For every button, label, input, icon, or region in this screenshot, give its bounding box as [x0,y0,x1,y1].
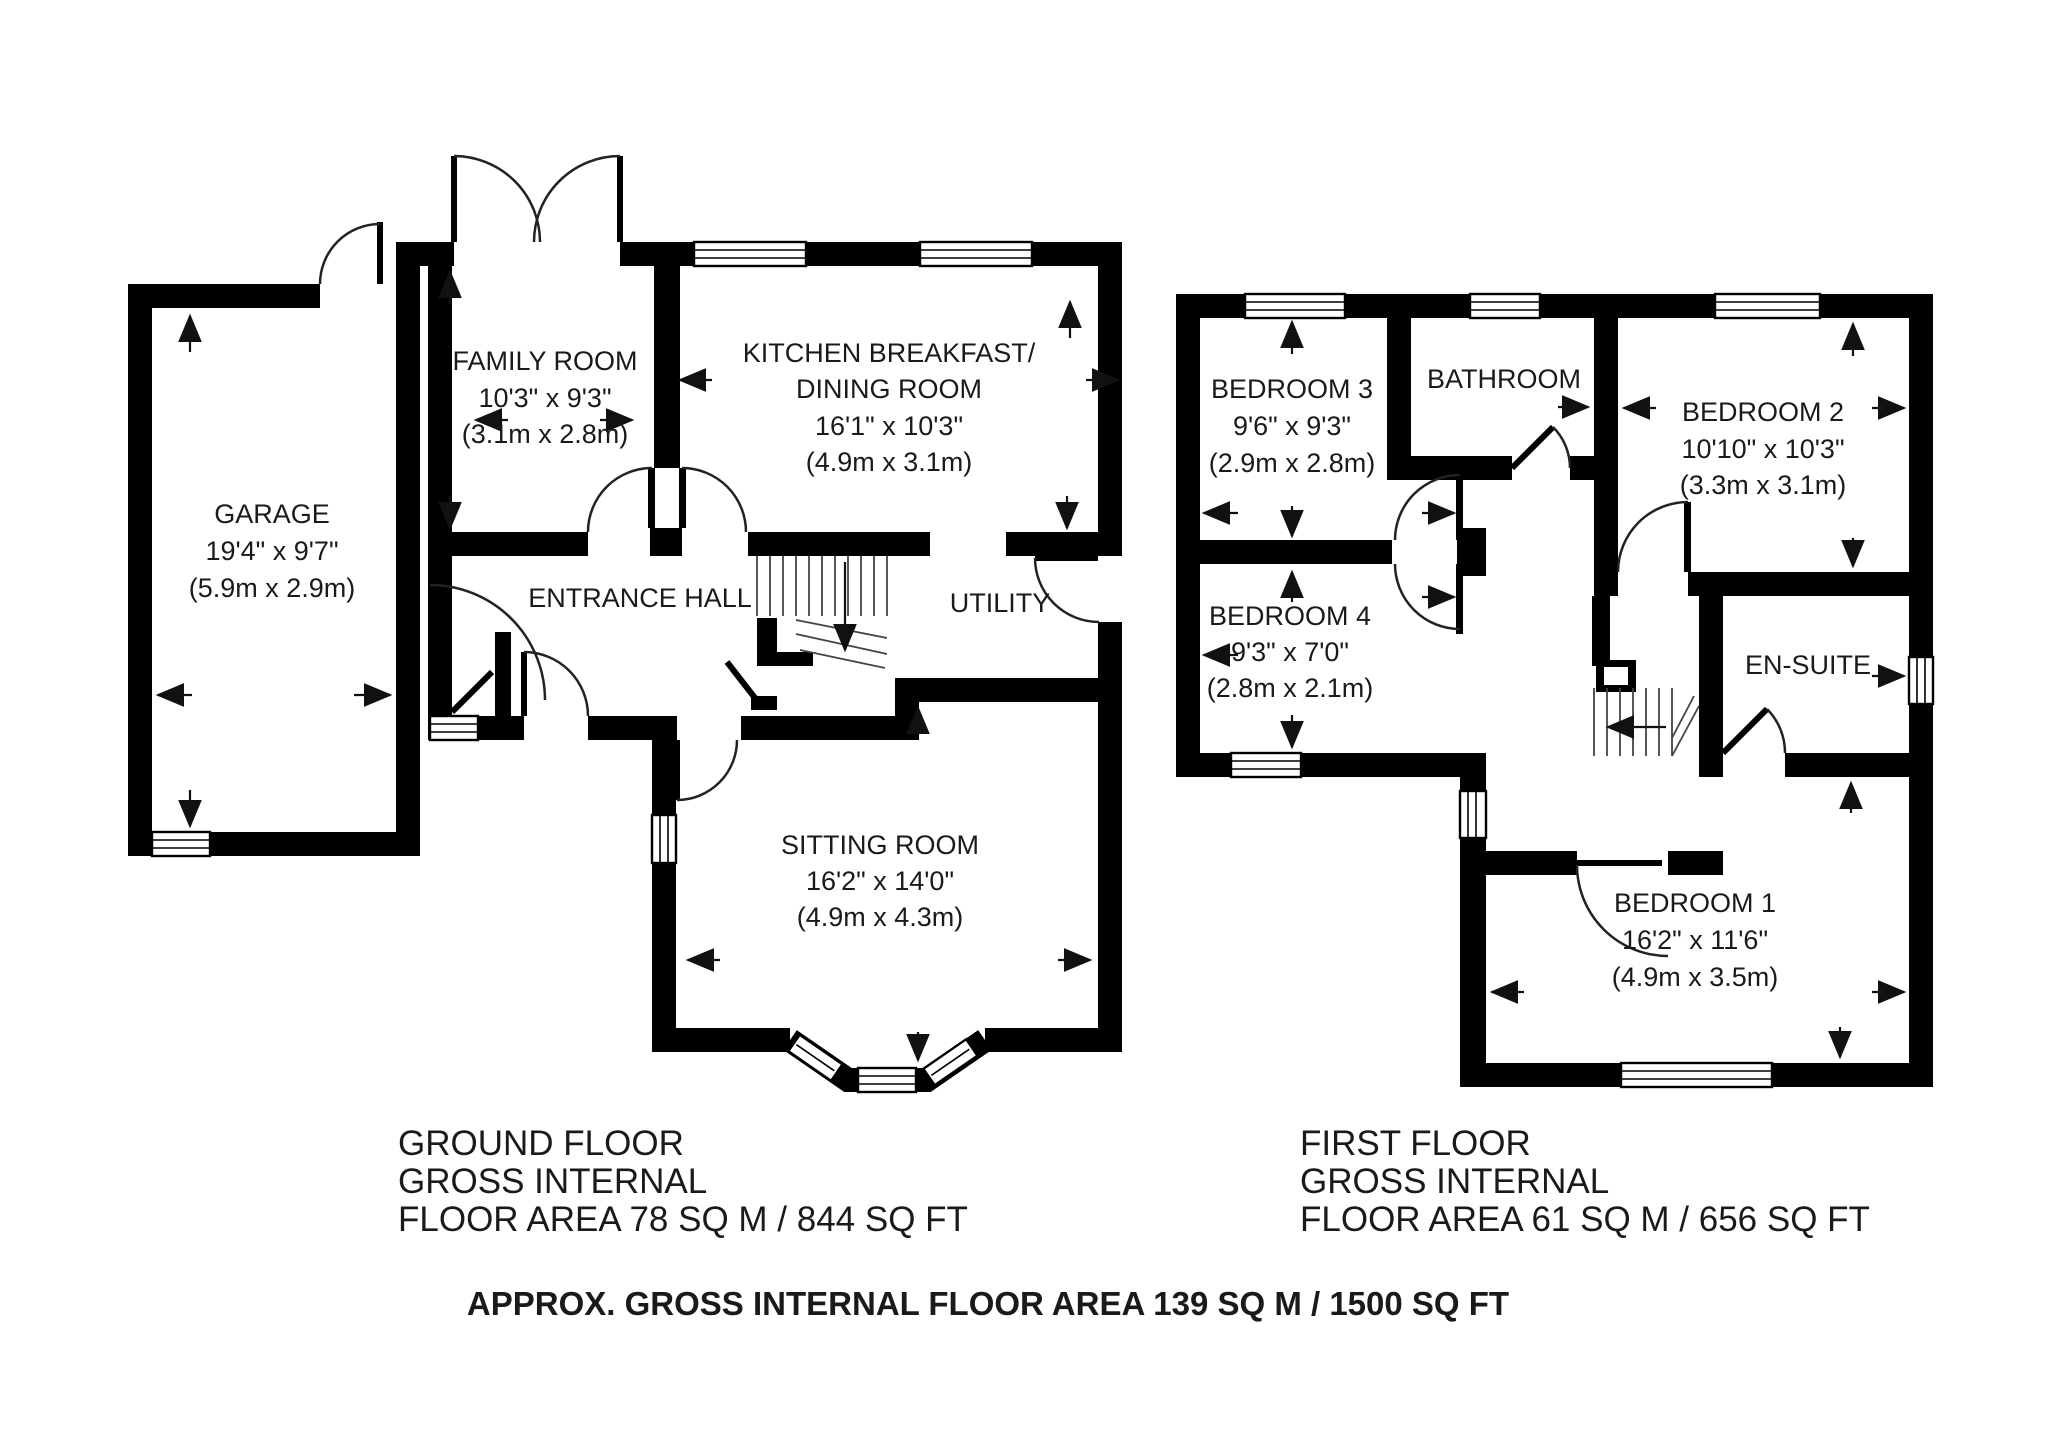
bedroom2-dim-metric: (3.3m x 3.1m) [1680,470,1847,500]
garage-dim-imperial: 19'4" x 9'7" [205,536,338,566]
bathroom-window [1468,292,1542,320]
ensuite-label: EN-SUITE [1745,650,1871,680]
first-floor-caption-line3: FLOOR AREA 61 SQ M / 656 SQ FT [1300,1200,1870,1239]
sitting-room-door-swing [674,739,739,802]
first-floor-staircase [1593,688,1700,757]
ensuite-window [1907,655,1935,706]
first-floor-windows [1229,292,1935,1089]
total-area-footer: APPROX. GROSS INTERNAL FLOOR AREA 139 SQ… [467,1285,1509,1322]
kitchen-window-left [692,240,808,268]
sitting-room-dim-imperial: 16'2" x 14'0" [806,866,954,896]
kitchen-label-line2: DINING ROOM [796,374,982,404]
sitting-room-dim-metric: (4.9m x 4.3m) [797,902,964,932]
ground-floor-plan: GARAGE 19'4" x 9'7" (5.9m x 2.9m) FAMILY… [128,154,1122,1094]
bedroom3-dim-imperial: 9'6" x 9'3" [1233,411,1351,441]
bay-window-left [786,1033,845,1083]
ground-floor-caption-line3: FLOOR AREA 78 SQ M / 844 SQ FT [398,1200,968,1239]
bedroom2-window [1713,292,1822,320]
family-room-door-swing [586,466,655,533]
bedroom1-window [1619,1061,1774,1089]
kitchen-door-swing [679,466,748,533]
kitchen-label-line1: KITCHEN BREAKFAST/ [743,338,1036,368]
bedroom3-window [1243,292,1347,320]
ground-floor-room-labels: GARAGE 19'4" x 9'7" (5.9m x 2.9m) FAMILY… [189,338,1051,932]
first-floor-dimension-arrows [1201,319,1907,1060]
ground-floor-dimension-arrows [155,269,1121,1063]
bedroom4-dim-metric: (2.8m x 2.1m) [1207,673,1374,703]
garage-dim-metric: (5.9m x 2.9m) [189,573,356,603]
garage-door-swing [318,222,383,285]
bedroom2-door-swing [1616,500,1691,573]
bedroom1-door-swing [1575,860,1669,958]
ensuite-door-swing [1720,706,1787,756]
bedroom3-dim-metric: (2.9m x 2.8m) [1209,448,1376,478]
first-floor-room-labels: BEDROOM 3 9'6" x 9'3" (2.9m x 2.8m) BATH… [1207,364,1871,992]
hall-front-door-swing [521,650,590,717]
bedroom1-dim-metric: (4.9m x 3.5m) [1612,962,1779,992]
bedroom2-dim-imperial: 10'10" x 10'3" [1681,434,1844,464]
bedroom3-door-swing [1393,470,1463,541]
utility-label: UTILITY [950,588,1051,618]
ground-floor-staircase [756,556,888,669]
first-floor-caption-line2: GROSS INTERNAL [1300,1162,1609,1201]
bedroom2-label: BEDROOM 2 [1682,397,1844,427]
family-room-label: FAMILY ROOM [452,346,637,376]
family-room-dim-metric: (3.1m x 2.8m) [462,419,629,449]
understairs-cupboard-door [724,660,758,700]
french-doors-swing [451,154,623,243]
captions: GROUND FLOOR GROSS INTERNAL FLOOR AREA 7… [398,1124,1870,1322]
bedroom3-label: BEDROOM 3 [1211,374,1373,404]
entrance-hall-label: ENTRANCE HALL [528,583,752,613]
first-floor-doors [1393,424,1787,958]
garage-window [150,830,212,858]
landing-window [1458,789,1488,840]
sitting-room-side-window [650,813,678,865]
first-floor-plan: BEDROOM 3 9'6" x 9'3" (2.9m x 2.8m) BATH… [1176,292,1935,1089]
utility-door-swing [1033,555,1100,624]
bedroom4-label: BEDROOM 4 [1209,601,1371,631]
kitchen-window-right [918,240,1034,268]
bedroom1-dim-imperial: 16'2" x 11'6" [1622,925,1768,955]
family-room-dim-imperial: 10'3" x 9'3" [478,383,611,413]
ground-floor-doors [318,154,1100,802]
ground-floor-caption-line2: GROSS INTERNAL [398,1162,707,1201]
bathroom-door-swing [1509,424,1572,471]
bedroom4-door-swing [1393,563,1463,634]
bay-window-right [921,1037,980,1087]
bedroom4-dim-imperial: 9'3" x 7'0" [1231,637,1349,667]
kitchen-dim-metric: (4.9m x 3.1m) [806,447,973,477]
hall-corridor-door-swing [429,583,547,715]
kitchen-dim-imperial: 16'1" x 10'3" [815,411,963,441]
ground-floor-windows [150,240,1034,1094]
ground-floor-caption-line1: GROUND FLOOR [398,1124,684,1163]
bedroom4-window [1229,751,1303,779]
bay-window-centre [856,1066,918,1094]
garage-label: GARAGE [214,499,330,529]
first-floor-caption-line1: FIRST FLOOR [1300,1124,1531,1163]
sitting-room-label: SITTING ROOM [781,830,979,860]
hall-window [428,714,480,742]
bedroom1-label: BEDROOM 1 [1614,888,1776,918]
bathroom-label: BATHROOM [1427,364,1581,394]
